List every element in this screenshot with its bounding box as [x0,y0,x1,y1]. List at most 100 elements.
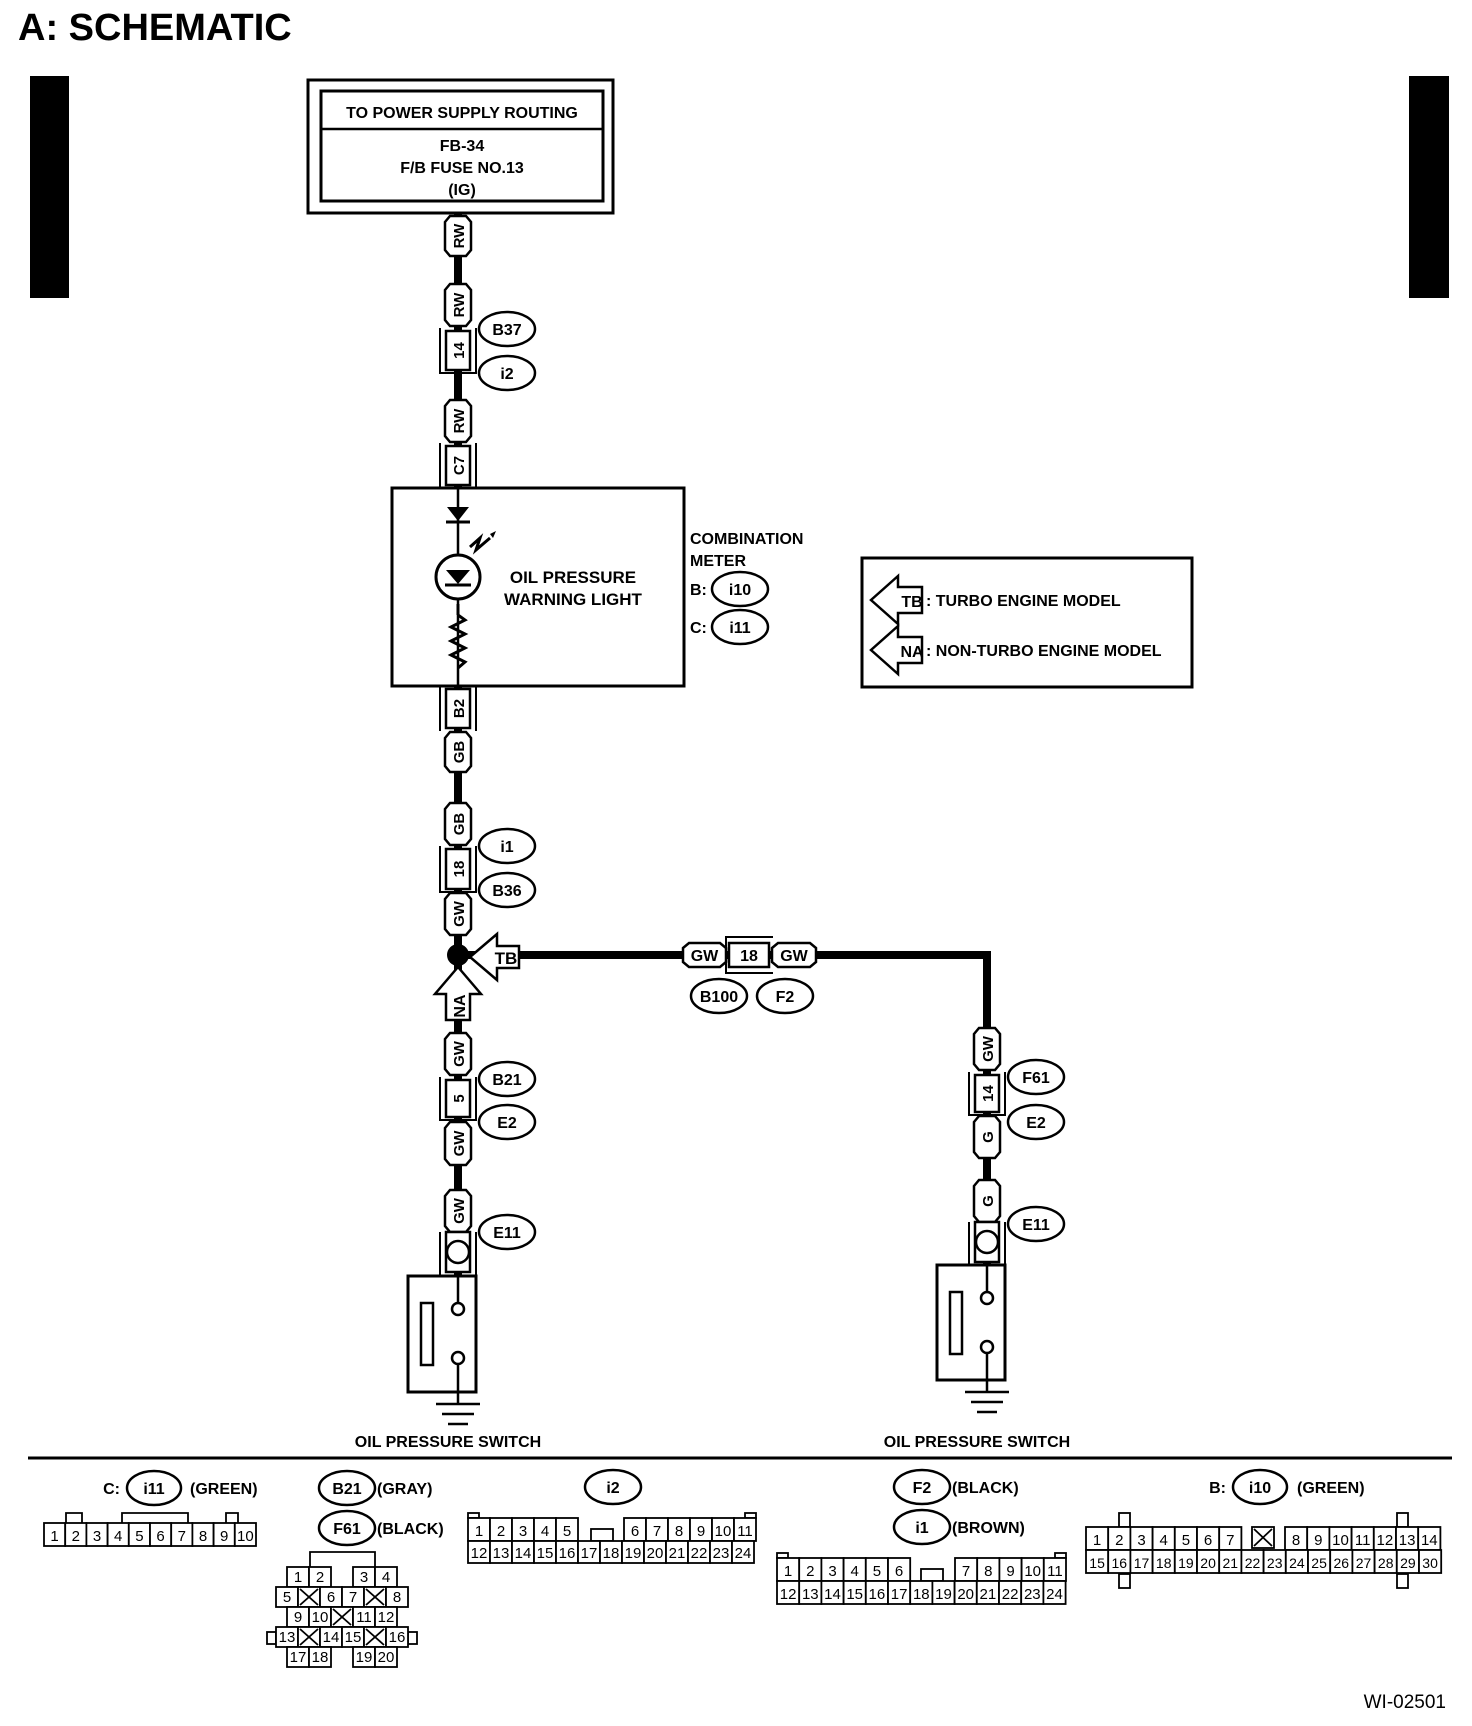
tb-arrow-icon: TB [869,573,924,627]
pin-number: 1 [784,1563,792,1580]
pin-number: 17 [581,1545,598,1562]
pin-number: 3 [1137,1532,1145,1549]
connector-id-badge: i11 [710,608,770,646]
switch-label: OIL PRESSURE SWITCH [355,1434,541,1451]
pin-number: 5 [1182,1532,1190,1549]
pin-number: 6 [631,1523,639,1540]
side-tab-left-label: OIL/P-01 [37,127,70,247]
pin-number: 21 [980,1586,997,1603]
socket-icon [445,1239,471,1265]
pin-number: 7 [653,1523,661,1540]
side-tab-left: OIL/P-01 [30,76,70,298]
connector-id-badge: B21 [477,1060,537,1098]
pin-number: 28 [1378,1555,1394,1571]
pin-number: 17 [1134,1555,1150,1571]
connector-pin: C7 [439,443,477,488]
connector-id-badge: i10 [710,570,770,608]
pin-number: 6 [1204,1532,1212,1549]
pin-number: 5 [563,1523,571,1540]
connector-id-badge: i11 [125,1469,183,1507]
oil-pressure-switch: OIL PRESSURE SWITCH [884,1220,1070,1451]
pin-number: 9 [1006,1563,1014,1580]
pin-number: 17 [290,1649,307,1666]
connector-id: E11 [493,1225,521,1242]
pin-number: 1 [50,1528,58,1545]
connector-id: E2 [497,1115,517,1132]
switch-body [406,1274,478,1394]
pin-number: 7 [178,1528,186,1545]
connector-pin: 5 [439,1077,477,1121]
wire-color-label: GW [443,1188,473,1234]
pin-number: 1 [1093,1532,1101,1549]
pin-number: 5 [283,1589,291,1606]
pin-number: 10 [715,1523,732,1540]
legend-text: : NON-TURBO ENGINE MODEL [926,643,1162,660]
resistor-icon [447,613,469,670]
wire-color-text: GW [980,1035,997,1062]
pin-number: 9 [220,1528,228,1545]
svg-text:NA: NA [900,644,924,661]
pin-number: 7 [1226,1532,1234,1549]
pin-number: 12 [1377,1532,1394,1549]
wire-color-label: RW [443,214,473,258]
connector-id: E11 [1022,1217,1050,1234]
pin-number: 18 [913,1586,930,1603]
pin-number: 23 [713,1545,730,1562]
power-supply-box: TO POWER SUPPLY ROUTING FB-34 F/B FUSE N… [306,78,615,215]
pin-number: 11 [356,1609,372,1626]
pin-number: 18 [1156,1555,1172,1571]
pin-number: 9 [1314,1532,1322,1549]
wire-color-text: RW [451,408,468,434]
connector-id: i1 [500,839,513,856]
wire-color-label: GW [443,891,473,937]
pin-number: 24 [1046,1586,1063,1603]
pin-number: 10 [237,1528,254,1545]
meter-name: METER [690,553,746,570]
pin-number: 2 [72,1528,80,1545]
power-box-line: (IG) [448,182,476,199]
side-tab-right: OIL/P-01 [1409,76,1450,298]
pin-number: C7 [451,456,468,475]
meter-connector-prefix: B: [690,582,707,599]
meter-name: COMBINATION [690,531,803,548]
warning-light-label: WARNING LIGHT [504,590,642,609]
pin-number: 8 [984,1563,992,1580]
power-box-line: FB-34 [440,138,485,155]
wire-color-text: GW [451,1130,468,1157]
pin-number: 14 [515,1545,532,1562]
pin-number: 20 [957,1586,974,1603]
pin-number: 3 [360,1569,368,1586]
pin-number: 4 [1160,1532,1168,1549]
connector-id: F61 [333,1521,361,1538]
wire-color-text: GW [451,1040,468,1067]
pin-number: 5 [135,1528,143,1545]
connector-id: B21 [332,1481,361,1498]
pin-number: 11 [737,1523,753,1540]
wire-color-text: GW [451,900,468,927]
connector-prefix: C: [103,1481,120,1498]
na-arrow-icon: NA [869,623,924,677]
pin-number: 8 [199,1528,207,1545]
switch-body [935,1263,1007,1382]
pin-number: 18 [603,1545,620,1562]
connector-id-badge: F2 [892,1468,952,1506]
combination-meter-box: OIL PRESSURE WARNING LIGHT [390,486,686,688]
connector-id: B21 [492,1072,521,1089]
pin-number: 6 [895,1563,903,1580]
pin-number: 23 [1024,1586,1041,1603]
connector-id-badge: i1 [892,1508,952,1546]
pin-number: 7 [962,1563,970,1580]
pin-number: 9 [294,1609,302,1626]
connector-color: (BROWN) [952,1520,1025,1537]
pin-number: 13 [802,1586,819,1603]
connector-id: F2 [776,989,795,1006]
wire-color-label: GW [972,1026,1002,1072]
pin-number: 18 [312,1649,329,1666]
connector-color: (GRAY) [377,1481,432,1498]
wire-color-text: G [980,1195,997,1207]
pin-number: 4 [851,1563,859,1580]
